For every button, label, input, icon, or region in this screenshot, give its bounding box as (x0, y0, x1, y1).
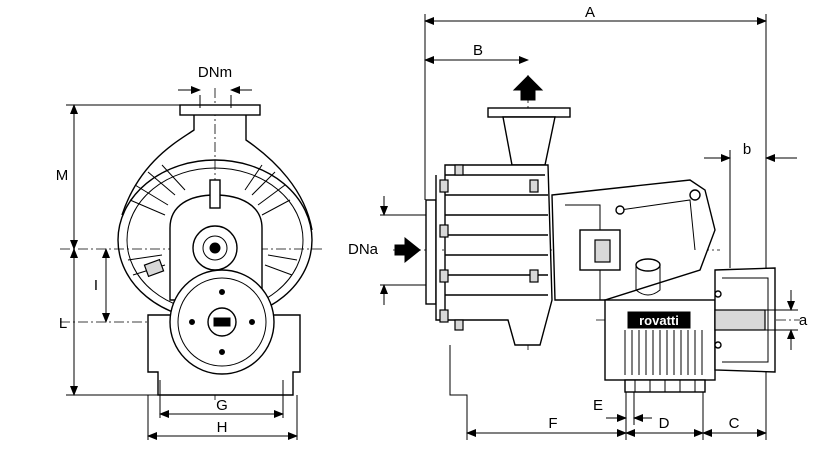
discharge-arrow-icon (512, 75, 544, 101)
side-shaft-end (714, 309, 766, 331)
front-motor-flange-inner (177, 277, 267, 367)
front-outlet-flange (179, 104, 261, 116)
label-C: C (729, 415, 740, 432)
label-I: I (94, 277, 98, 294)
suction-arrow-icon (394, 236, 421, 264)
side-outlet-flange (487, 107, 571, 118)
label-a: a (799, 312, 808, 329)
label-G: G (216, 397, 228, 414)
front-plug (143, 258, 165, 278)
side-casing-bolts (439, 164, 539, 331)
brand-plate (627, 311, 691, 329)
front-shaft-key (213, 317, 231, 327)
label-A: A (585, 4, 595, 21)
front-view: DNm M L I G H (56, 64, 322, 440)
front-hub-shaft (209, 242, 221, 254)
side-support-foot (449, 345, 468, 402)
side-oil-cup (635, 258, 661, 272)
label-D: D (659, 415, 670, 432)
side-mechanical-seal (594, 239, 611, 263)
side-casing-ribs (445, 174, 548, 296)
label-L: L (59, 315, 67, 332)
label-E: E (593, 397, 603, 414)
label-M: M (56, 167, 69, 184)
label-b: b (743, 141, 751, 158)
brand-label: rovatti (639, 313, 679, 328)
label-H: H (217, 419, 228, 436)
side-inlet-flange (425, 199, 437, 305)
label-B: B (473, 42, 483, 59)
side-outlet-neck (502, 116, 556, 166)
front-volute-outline (121, 115, 313, 231)
side-view: rovatti A B b DNa a (348, 4, 808, 440)
label-DNm: DNm (198, 64, 232, 81)
label-F: F (548, 415, 557, 432)
front-hub-inner (202, 235, 228, 261)
label-DNa: DNa (348, 241, 379, 258)
front-top-lug (209, 179, 221, 209)
side-motor-fins (624, 330, 703, 375)
